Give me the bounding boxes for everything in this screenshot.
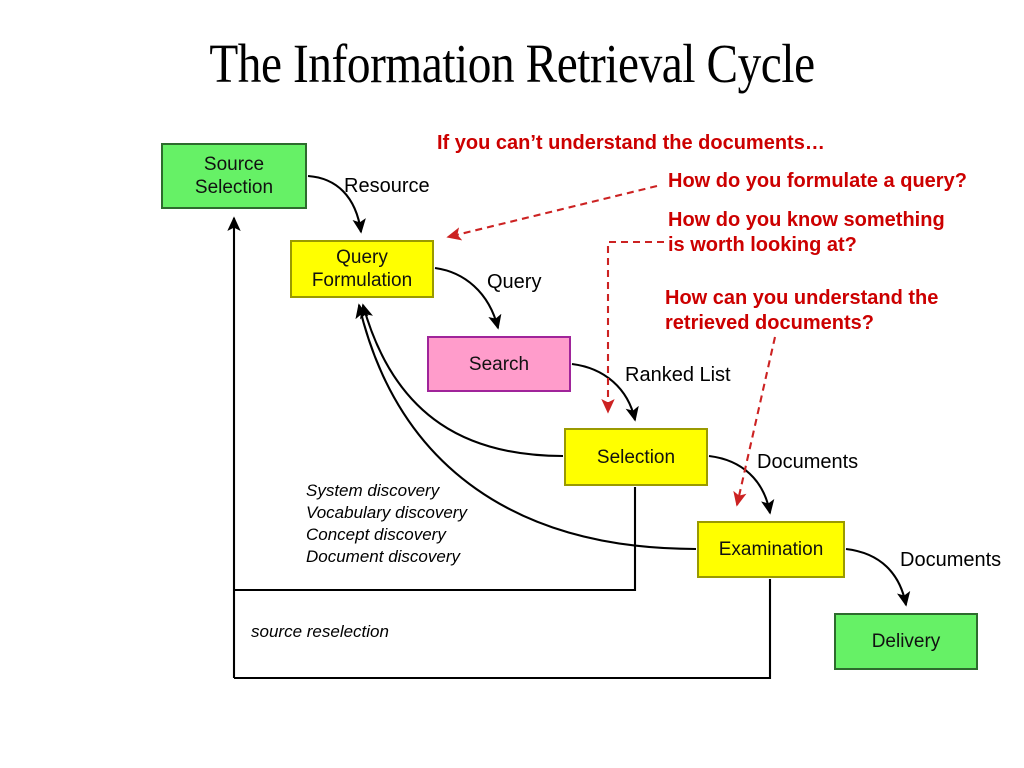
- red-note-line: How do you know something: [668, 209, 945, 231]
- node-selection-label: Selection: [596, 446, 676, 468]
- red-note-worth-looking-at: How do you know something is worth looki…: [668, 208, 945, 258]
- red-note-line: How can you understand the: [665, 287, 939, 309]
- node-selection[interactable]: Selection: [564, 428, 708, 486]
- red-note-understand-documents: How can you understand the retrieved doc…: [665, 286, 938, 336]
- node-search[interactable]: Search: [427, 336, 571, 392]
- node-source-selection-label: Source Selection: [195, 153, 273, 199]
- red-note-formulate-query: How do you formulate a query?: [668, 169, 967, 194]
- discovery-line-vocabulary: Vocabulary discovery: [306, 503, 467, 522]
- red-note-line: is worth looking at?: [668, 234, 857, 256]
- page-title: The Information Retrieval Cycle: [209, 33, 815, 94]
- node-label-line-1: Source: [203, 154, 265, 175]
- red-note-line: How do you formulate a query?: [668, 170, 967, 192]
- source-reselection-note: source reselection: [251, 622, 389, 641]
- node-label-line-1: Query: [336, 247, 388, 268]
- node-examination[interactable]: Examination: [697, 521, 845, 578]
- edge-label-documents-delivery: Documents: [900, 549, 1002, 571]
- discovery-line-document: Document discovery: [306, 547, 461, 566]
- edge-label-resource: Resource: [344, 175, 430, 197]
- node-source-selection[interactable]: Source Selection: [161, 143, 307, 209]
- edge-label-query: Query: [487, 271, 542, 293]
- red-note-line: retrieved documents?: [665, 312, 874, 334]
- discovery-list-note: System discovery Vocabulary discovery Co…: [306, 480, 467, 568]
- node-search-label: Search: [468, 353, 530, 375]
- node-delivery[interactable]: Delivery: [834, 613, 978, 670]
- edge-examination-to-delivery: [845, 547, 911, 607]
- node-examination-label: Examination: [718, 539, 824, 560]
- node-query-formulation[interactable]: Query Formulation: [290, 240, 434, 298]
- edge-label-documents-selection: Documents: [757, 451, 859, 473]
- discovery-line-concept: Concept discovery: [306, 525, 446, 544]
- node-label-line-2: Selection: [194, 177, 274, 198]
- node-query-formulation-label: Query Formulation: [312, 246, 412, 292]
- red-arrow-to-query-formulation: [446, 184, 658, 241]
- edge-label-ranked-list: Ranked List: [625, 364, 731, 386]
- red-arrow-to-examination: [733, 336, 777, 507]
- node-delivery-label: Delivery: [871, 631, 941, 652]
- discovery-line-system: System discovery: [306, 481, 440, 500]
- node-label-line-2: Formulation: [311, 270, 413, 291]
- red-note-headline: If you can’t understand the documents…: [437, 132, 825, 154]
